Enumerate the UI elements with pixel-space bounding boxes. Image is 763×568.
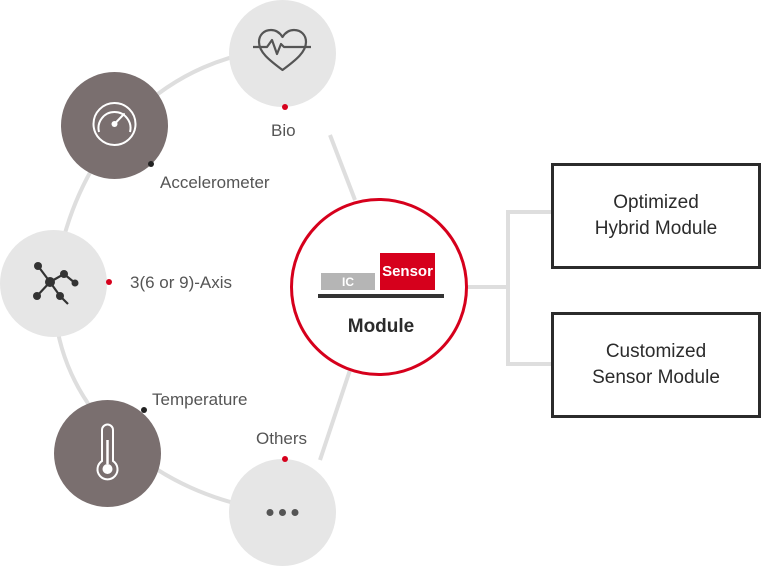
ellipsis-icon xyxy=(266,509,299,516)
optimized-hybrid-module-box: Optimized Hybrid Module xyxy=(551,163,761,269)
module-circle xyxy=(290,198,468,376)
axis-marker-dot xyxy=(106,279,112,285)
others-marker-dot xyxy=(282,456,288,462)
ic-block: IC xyxy=(321,273,375,290)
module-title: Module xyxy=(347,316,415,337)
customized-sensor-module-box: Customized Sensor Module xyxy=(551,312,761,418)
accelerometer-label: Accelerometer xyxy=(160,173,270,192)
gauge-icon xyxy=(92,102,137,146)
output-line-1: Customized xyxy=(605,341,707,362)
ic-label: IC xyxy=(342,274,354,289)
axis-node xyxy=(0,230,107,337)
thermometer-icon xyxy=(96,423,119,481)
output-line-1: Optimized xyxy=(613,192,699,213)
axis-label: 3(6 or 9)-Axis xyxy=(130,273,233,292)
sensor-block: Sensor xyxy=(380,253,435,290)
temperature-label: Temperature xyxy=(152,390,248,409)
output-line-2: Sensor Module xyxy=(592,367,720,388)
network-nodes-icon xyxy=(33,262,79,305)
output-line-2: Hybrid Module xyxy=(594,218,718,239)
bio-node xyxy=(229,0,336,107)
module-baseline xyxy=(318,294,444,298)
bio-module-connector xyxy=(328,134,357,201)
temperature-node xyxy=(54,400,161,507)
sensor-label: Sensor xyxy=(382,263,433,280)
others-node xyxy=(229,459,336,566)
heart-pulse-icon xyxy=(253,28,311,72)
bio-marker-dot xyxy=(282,104,288,110)
output-bracket xyxy=(506,210,551,366)
others-label: Others xyxy=(256,429,308,448)
accelerometer-marker-dot xyxy=(148,161,154,167)
others-module-connector xyxy=(318,369,352,461)
temperature-marker-dot xyxy=(141,407,147,413)
bio-label: Bio xyxy=(271,121,296,140)
